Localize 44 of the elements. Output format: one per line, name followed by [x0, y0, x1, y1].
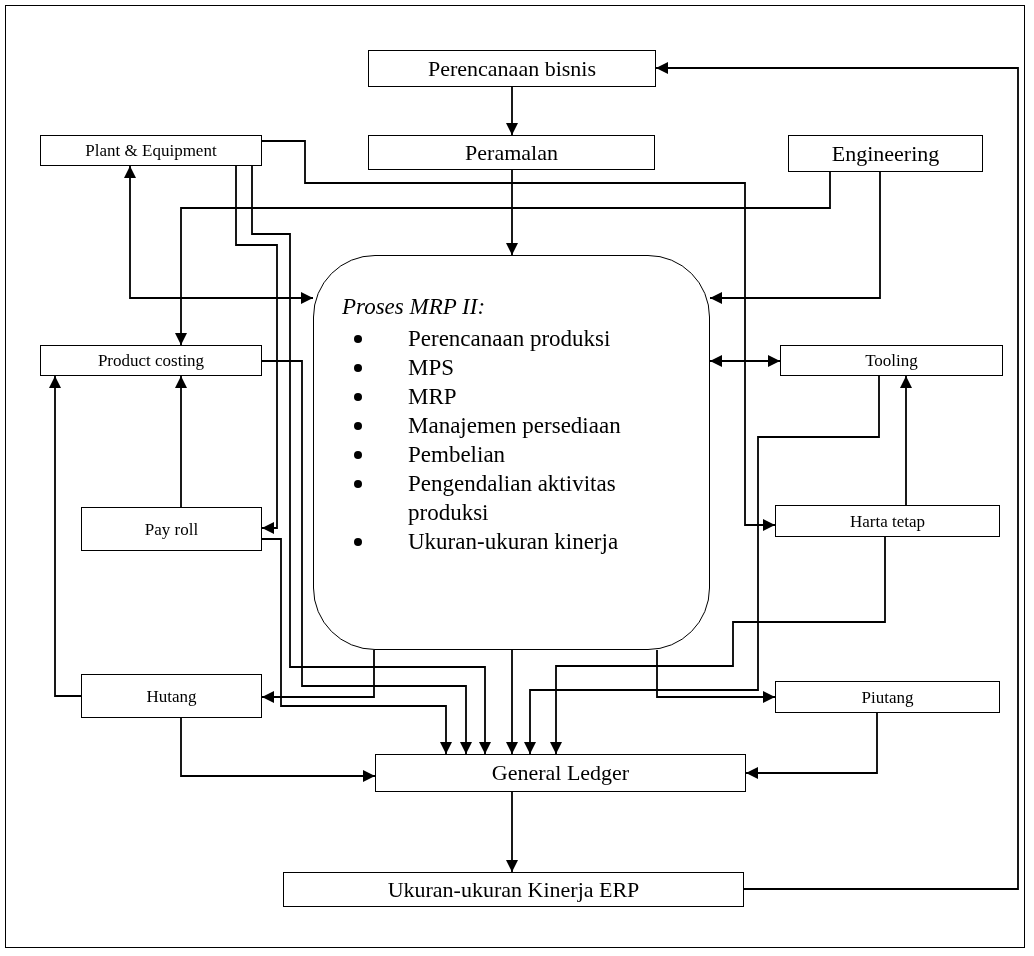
process-box: Hutang [81, 674, 262, 718]
list-item: Pengendalian aktivitas produksi [408, 470, 617, 527]
process-box: Ukuran-ukuran Kinerja ERP [283, 872, 744, 907]
arrow [261, 140, 776, 531]
arrow [709, 171, 881, 304]
process-box: Engineering [788, 135, 983, 172]
process-box: Peramalan [368, 135, 655, 170]
arrow [235, 165, 278, 534]
arrow [506, 169, 518, 256]
process-box: Piutang [775, 681, 1000, 713]
arrow [656, 649, 776, 703]
process-box: Perencanaan bisnis [368, 50, 656, 87]
list-item: Manajemen persediaan [408, 412, 621, 440]
arrow [124, 165, 314, 304]
arrow [261, 360, 472, 755]
arrow [550, 536, 886, 755]
arrow [745, 712, 878, 779]
arrow [251, 165, 491, 755]
box-heading: Proses MRP II: [342, 294, 487, 320]
list-item: Perencanaan produksi [408, 325, 611, 353]
arrow [655, 62, 1019, 890]
process-box: General Ledger [375, 754, 746, 792]
arrow [709, 355, 781, 367]
process-box: Pay roll [81, 507, 262, 551]
arrow [180, 717, 376, 782]
list-item: Ukuran-ukuran kinerja [408, 528, 619, 556]
arrow [506, 791, 518, 873]
arrow [261, 649, 375, 703]
list-item: MRP [408, 383, 457, 411]
process-box: Tooling [780, 345, 1003, 376]
list-item: Pembelian [408, 441, 506, 469]
rounded-process-box [313, 255, 710, 650]
process-box: Plant & Equipment [40, 135, 262, 166]
arrow [175, 375, 187, 508]
arrow [506, 86, 518, 136]
arrow [261, 538, 452, 755]
arrow [900, 375, 912, 506]
list-item: MPS [408, 354, 455, 382]
process-box: Product costing [40, 345, 262, 376]
process-box: Harta tetap [775, 505, 1000, 537]
arrow [506, 649, 518, 755]
arrow [524, 375, 880, 755]
arrow [175, 171, 831, 346]
arrow [49, 375, 82, 697]
